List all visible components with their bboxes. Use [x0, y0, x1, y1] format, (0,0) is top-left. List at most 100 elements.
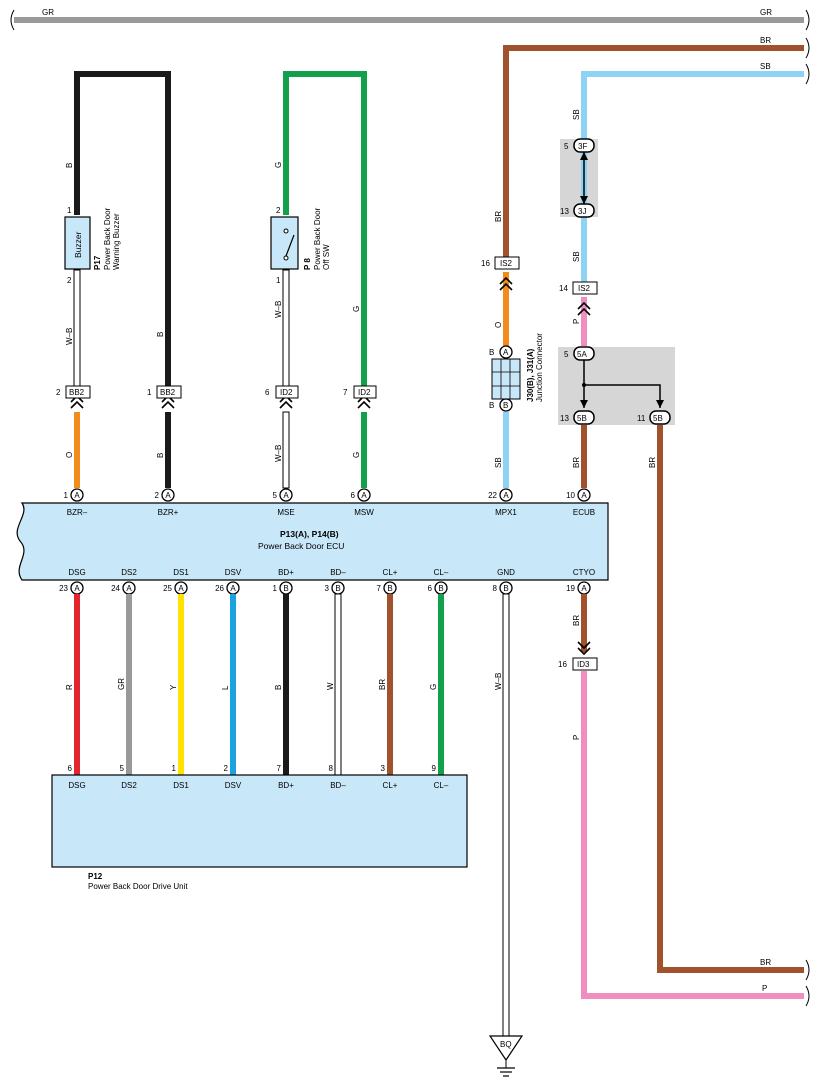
switch-name-1: Power Back Door [313, 207, 322, 270]
connector-id2-a: ID2 6 [265, 385, 299, 409]
ecu-bottom-pin-conn: B [283, 584, 288, 593]
off-switch-component [270, 216, 299, 270]
ecu-top-pin-conn: A [581, 491, 587, 500]
drive-wire-label: G [429, 684, 438, 690]
drive-wire-Y: Y [169, 594, 184, 775]
drive-wire-label: W [326, 682, 335, 690]
ecu-top-pin-label: BZR+ [158, 508, 179, 517]
wire-label-br-top: BR [760, 36, 771, 45]
ecu-top-pin-num: 1 [64, 491, 69, 500]
junction-pin-bottom: B [503, 401, 508, 410]
ecu-bottom-pin-label: CL+ [383, 568, 398, 577]
ecu-box: P13(A), P14(B) Power Back Door ECU [16, 502, 609, 581]
drive-wire-B: B [274, 594, 289, 775]
connector-is2-b: IS2 14 [559, 281, 598, 316]
ecu-bottom-pin-label: DSG [68, 568, 85, 577]
ground-label: BQ [500, 1040, 512, 1049]
buzzer-name-2: Warning Buzzer [112, 213, 121, 270]
drive-unit-box: P12 Power Back Door Drive Unit [51, 774, 468, 891]
switch-ref: P 8 [303, 258, 312, 270]
drive-wire-label: BR [378, 679, 387, 690]
buzzer-circuit: Buzzer 1 2 P17 Power Back Door Warning B… [64, 71, 171, 391]
ecu-top-pin-num: 10 [566, 491, 575, 500]
wire-label-wb-mse: W–B [274, 445, 283, 462]
drive-unit-pin-num: 7 [277, 764, 282, 773]
ecu-top-pin-conn: A [361, 491, 367, 500]
j3f-pin: 5 [564, 142, 569, 151]
ecu-bottom-pin-num: 24 [111, 584, 120, 593]
switch-circuit: 2 1 P 8 Power Back Door Off SW G W–B G [270, 71, 367, 391]
switch-wire-right: G [352, 306, 361, 312]
drive-unit-pin-BD–: 8BD– [329, 764, 347, 790]
drive-wire-BR: BR [378, 594, 393, 775]
j5a-pin: 5 [564, 350, 569, 359]
drive-wire-label: B [274, 685, 283, 690]
ecu-top-pin-num: 2 [155, 491, 160, 500]
ecu-bottom-pin-label: DSV [225, 568, 242, 577]
wire-label-o-left: O [65, 452, 74, 458]
drive-wire-label: R [65, 684, 74, 690]
id2-a-name: ID2 [280, 388, 293, 397]
junction-pin-top: A [503, 348, 509, 357]
drive-unit-name: Power Back Door Drive Unit [88, 882, 188, 891]
id3-pin: 16 [558, 660, 567, 669]
drive-unit-pin-num: 8 [329, 764, 334, 773]
drive-wire-label: L [221, 685, 230, 690]
ecu-bottom-pin-label: DS2 [121, 568, 137, 577]
gnd-wire: W–B [494, 593, 510, 1037]
ground-bq: BQ [488, 1035, 524, 1077]
junction-top-label: B [489, 348, 494, 357]
id2-a-pin: 6 [265, 388, 270, 397]
top-wire-gr: GR GR [10, 8, 810, 31]
ecu-top-pin-conn: A [74, 491, 80, 500]
bb2-a-pin: 2 [56, 388, 61, 397]
ecu-bottom-pin-num: 23 [59, 584, 68, 593]
ecu-top-pin-label: ECUB [573, 508, 595, 517]
junction-5a-5b: 5A 5B 5B 5 13 11 [558, 346, 675, 425]
drive-unit-pin-num: 1 [172, 764, 177, 773]
ecu-top-pin-conn: A [503, 491, 509, 500]
wire-label-sb-mpx: SB [494, 457, 503, 468]
ecu-bottom-pin-num: 8 [493, 584, 498, 593]
buzzer-component [64, 216, 91, 270]
ecu-bottom-pin-conn: B [503, 584, 508, 593]
drive-unit-pin-label: BD– [330, 781, 346, 790]
junction-bottom-label: B [489, 401, 494, 410]
ecu-top-pin-conn: A [165, 491, 171, 500]
ecu-top-pin-label: MSE [277, 508, 294, 517]
ecu-name: Power Back Door ECU [258, 541, 344, 551]
j3f-name: 3F [578, 142, 587, 151]
buzzer-wire-right: B [156, 332, 165, 337]
drive-wire-label: Y [169, 684, 178, 690]
junction-3f-3j: 3F 3J 5 13 [560, 74, 598, 283]
connector-bb2-b: BB2 1 [147, 385, 182, 409]
connector-is2-a: IS2 16 [481, 256, 520, 291]
buzzer-ref: P17 [93, 255, 102, 270]
buzzer-name-1: Power Back Door [103, 207, 112, 270]
bb2-a-name: BB2 [69, 388, 85, 397]
wire-label-sb-top: SB [760, 62, 771, 71]
ecu-top-pin-num: 22 [488, 491, 497, 500]
wire-label-g-msw: G [352, 452, 361, 458]
drive-wire-L: L [221, 594, 236, 775]
drive-unit-pin-label: DSG [68, 781, 85, 790]
junction-desc: Junction Connector [535, 333, 544, 402]
wire-label-p-id3: P [572, 735, 581, 740]
bottom-wires: BR P [760, 958, 810, 1007]
ecu-bottom-pin-label: CL– [434, 568, 449, 577]
buzzer-label: Buzzer [73, 231, 83, 258]
wire-label-p-bottom: P [762, 984, 767, 993]
buzzer-pin-bottom: 2 [67, 276, 72, 285]
drive-wire-label: GR [117, 678, 126, 690]
ecu-bottom-pin-CL+: CL+B7 [377, 568, 398, 595]
ecu-bottom-pin-conn: B [438, 584, 443, 593]
